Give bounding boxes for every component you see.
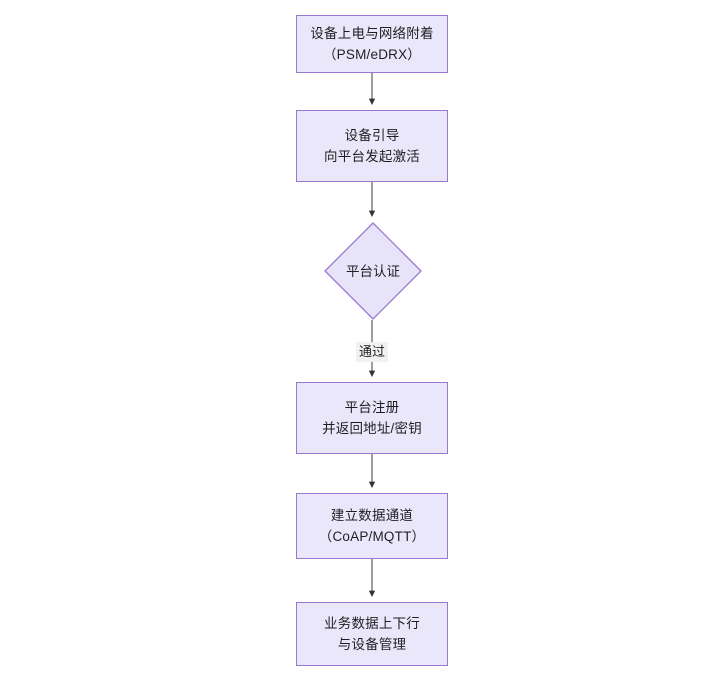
flow-node-business-data[interactable]: 业务数据上下行 与设备管理 xyxy=(296,602,448,666)
flow-node-platform-auth-decision[interactable]: 平台认证 xyxy=(324,222,422,320)
flow-node-label: 设备引导 向平台发起激活 xyxy=(324,128,420,164)
flow-node-data-channel[interactable]: 建立数据通道 （CoAP/MQTT） xyxy=(296,493,448,559)
flow-node-platform-register[interactable]: 平台注册 并返回地址/密钥 xyxy=(296,382,448,454)
flow-node-device-bootstrap[interactable]: 设备引导 向平台发起激活 xyxy=(296,110,448,182)
flow-node-label: 业务数据上下行 与设备管理 xyxy=(324,616,420,652)
flow-node-label: 平台注册 并返回地址/密钥 xyxy=(322,400,422,436)
flow-node-label: 平台认证 xyxy=(346,263,400,279)
diamond-shape-icon xyxy=(324,222,422,320)
flow-node-device-power-on[interactable]: 设备上电与网络附着 （PSM/eDRX） xyxy=(296,15,448,73)
flow-node-label: 设备上电与网络附着 （PSM/eDRX） xyxy=(310,26,434,62)
flow-node-label: 建立数据通道 （CoAP/MQTT） xyxy=(318,508,426,544)
edge-label-pass: 通过 xyxy=(355,342,389,362)
